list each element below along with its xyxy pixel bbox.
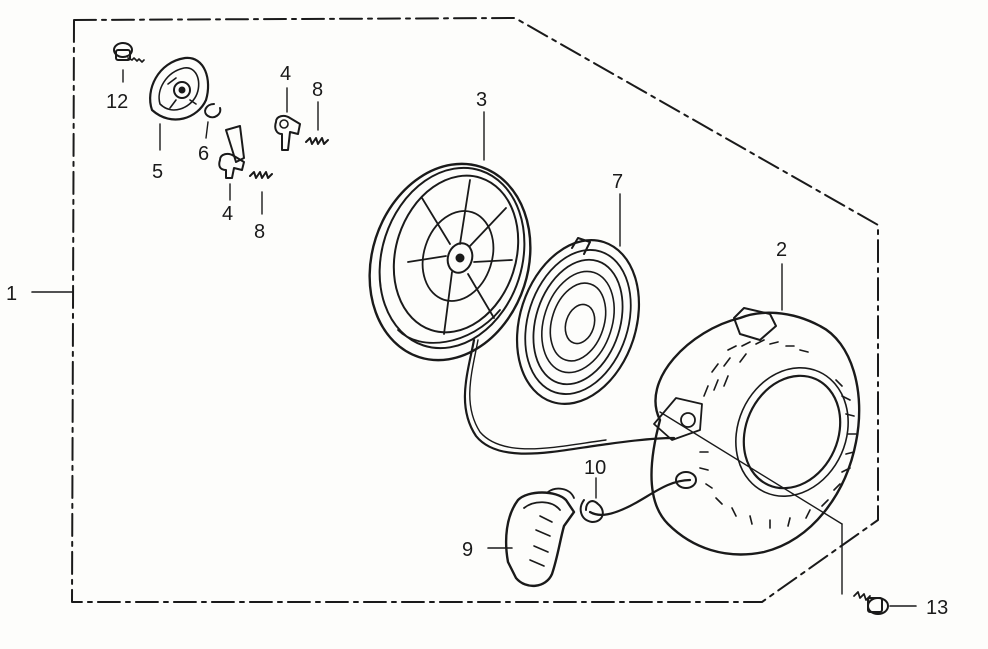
setting-spring-part <box>204 103 222 139</box>
label-friction-spring-top: 8 <box>312 79 323 101</box>
label-ratchet-top: 4 <box>280 63 291 85</box>
starter-rope <box>463 338 676 455</box>
ratchet-top-part <box>274 87 301 151</box>
screw-part <box>113 42 145 83</box>
label-case: 2 <box>776 239 787 261</box>
label-grip: 9 <box>462 539 473 561</box>
reel-pulley-part <box>368 111 532 362</box>
label-pulley: 3 <box>476 89 487 111</box>
friction-spring-top-part <box>305 101 329 145</box>
friction-spring-bottom-part <box>249 171 273 215</box>
flange-bolt-part <box>853 591 917 615</box>
label-bolt: 13 <box>926 597 948 619</box>
callout-labels: 1 2 3 4 4 5 6 7 8 8 9 10 12 13 <box>6 63 948 619</box>
label-rope: 10 <box>584 457 606 479</box>
assembly-boundary <box>31 17 879 603</box>
label-ratchet-guide: 5 <box>152 161 163 183</box>
ratchet-bottom-part <box>218 125 245 201</box>
label-friction-spring-bottom: 8 <box>254 221 265 243</box>
ratchet-guide-part <box>149 56 210 151</box>
label-screw: 12 <box>106 91 128 113</box>
label-assembly: 1 <box>6 283 17 305</box>
label-recoil-spring: 7 <box>612 171 623 193</box>
handle-grip-part <box>487 487 576 587</box>
label-ratchet-bottom: 4 <box>222 203 233 225</box>
starter-case-part <box>650 263 861 595</box>
recoil-spring-part <box>515 193 641 405</box>
label-setting-spring: 6 <box>198 143 209 165</box>
rope-knot-part <box>579 477 692 523</box>
